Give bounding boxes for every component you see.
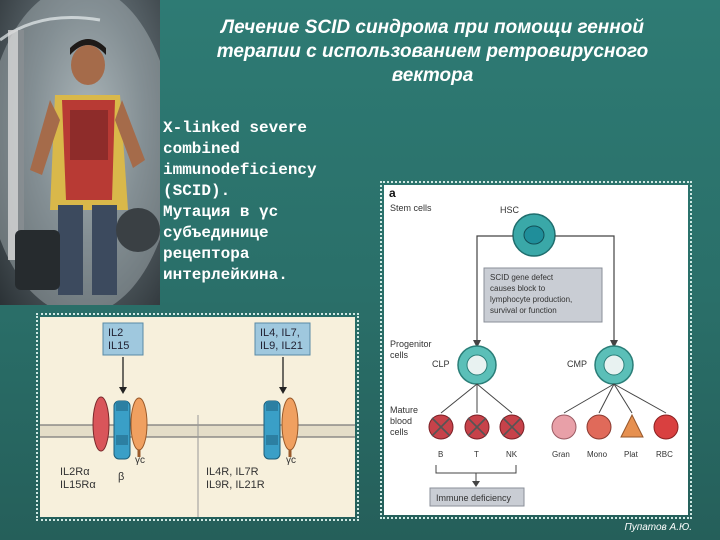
description-line: combined <box>163 140 240 158</box>
beta-label: β <box>118 471 124 483</box>
nk-cell-blocked <box>499 414 525 440</box>
lineage-diagram: a Stem cells HSC SCID gene defect causes… <box>389 186 679 507</box>
defect-text: survival or function <box>490 306 557 315</box>
description-line: субъединице <box>163 224 269 242</box>
receptor-diagram: IL2 IL15 γc β IL2Rα IL15Rα IL4, IL7, IL9… <box>40 322 355 517</box>
defect-text: causes block to <box>490 284 546 293</box>
description-line: X-linked severe <box>163 119 308 137</box>
description-line: immunodeficiency <box>163 161 317 179</box>
author-signature: Пупатов А.Ю. <box>624 522 692 533</box>
arrow-down-icon <box>472 481 480 487</box>
cell-type-label: T <box>474 450 479 459</box>
description-line: Мутация в γс <box>163 203 279 221</box>
ligand-label: IL2 <box>108 327 123 339</box>
mature-label: Mature <box>390 405 418 415</box>
cmp-nucleus <box>603 354 625 376</box>
description-line: интерлейкина. <box>163 266 288 284</box>
gamma-label: γc <box>286 455 296 466</box>
lineage-diagram-panel: a Stem cells HSC SCID gene defect causes… <box>380 181 692 519</box>
cell-type-label: NK <box>506 450 518 459</box>
scid-patient-photo <box>0 0 160 305</box>
progenitor-label: cells <box>390 350 409 360</box>
b-cell-blocked <box>428 414 454 440</box>
defect-text: SCID gene defect <box>490 273 554 282</box>
alpha-label: IL2Rα <box>60 466 90 478</box>
clp-label: CLP <box>432 359 450 369</box>
ligand-label: IL4, IL7, <box>260 327 300 339</box>
receptor-diagram-panel: IL2 IL15 γc β IL2Rα IL15Rα IL4, IL7, IL9… <box>36 313 359 521</box>
gamma-chain <box>281 397 299 451</box>
panel-letter: a <box>389 186 396 200</box>
receptor-label: IL9R, IL21R <box>206 479 265 491</box>
ligand-label: IL9, IL21 <box>260 340 303 352</box>
arrow-down-icon <box>610 340 618 348</box>
monocyte-cell <box>586 414 612 440</box>
gamma-label: γc <box>135 455 145 466</box>
scid-description: X-linked severe combined immunodeficienc… <box>163 118 363 286</box>
clp-nucleus <box>466 354 488 376</box>
cell-type-label: RBC <box>656 450 673 459</box>
cell-type-label: Mono <box>587 450 608 459</box>
rbc-cell <box>653 414 679 440</box>
alpha-chain <box>92 396 110 452</box>
ligand-box-il2-il15 <box>102 322 144 356</box>
mature-label: blood <box>390 416 412 426</box>
description-line: (SCID). <box>163 182 231 200</box>
cell-type-label: B <box>438 450 443 459</box>
title-line: вектора <box>391 65 474 86</box>
defect-text: lymphocyte production, <box>490 295 572 304</box>
immune-deficiency-label: Immune deficiency <box>436 493 512 503</box>
slide-title: Лечение SCID синдрома при помощи генной … <box>160 16 705 88</box>
title-line: терапии с использованием ретровирусного <box>216 41 649 62</box>
arrow-down-icon <box>279 387 287 394</box>
description-line: рецептора <box>163 245 250 263</box>
stem-cells-label: Stem cells <box>390 203 432 213</box>
cell-type-label: Gran <box>552 450 570 459</box>
title-line: Лечение SCID синдрома при помощи генной <box>221 17 644 38</box>
receptor-label: IL4R, IL7R <box>206 466 259 478</box>
ligand-label: IL15 <box>108 340 129 352</box>
ligand-box-il4-il7-il9-il21 <box>254 322 311 356</box>
hsc-nucleus <box>523 225 545 245</box>
scid-defect-box <box>483 267 603 323</box>
immune-deficiency-box <box>429 487 525 507</box>
platelet-cell <box>620 413 644 438</box>
photo-illustration <box>0 0 160 305</box>
t-cell-blocked <box>464 414 490 440</box>
arrow-down-icon <box>473 340 481 348</box>
arrow-down-icon <box>119 387 127 394</box>
progenitor-label: Progenitor <box>390 339 432 349</box>
granulocyte-cell <box>551 414 577 440</box>
gamma-chain <box>130 397 148 451</box>
alpha-label: IL15Rα <box>60 479 96 491</box>
cmp-label: CMP <box>567 359 587 369</box>
mature-label: cells <box>390 427 409 437</box>
hsc-label: HSC <box>500 205 520 215</box>
cell-type-label: Plat <box>624 450 639 459</box>
